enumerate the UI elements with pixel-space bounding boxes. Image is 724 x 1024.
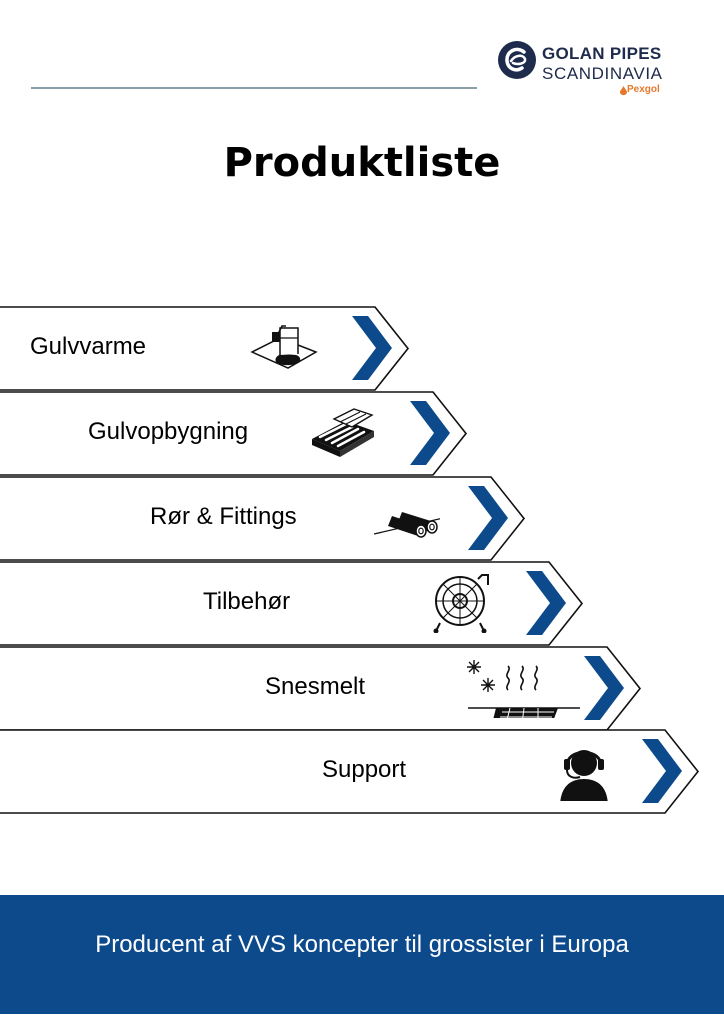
row-label: Gulvopbygning xyxy=(88,418,249,445)
product-row-snesmelt[interactable]: Snesmelt xyxy=(0,646,642,731)
brand-name-line2: SCANDINAVIA xyxy=(542,64,663,83)
header-divider xyxy=(31,87,477,89)
brand-name-line1: GOLAN PIPES xyxy=(542,44,662,63)
product-row-gulvopbygning[interactable]: Gulvopbygning xyxy=(0,391,468,476)
arrow-banner-shape xyxy=(0,306,410,391)
footer-banner: Producent af VVS koncepter til grossiste… xyxy=(0,895,724,1014)
product-row-tilbehor[interactable]: Tilbehør xyxy=(0,561,584,646)
arrow-banner-shape xyxy=(0,561,584,646)
chevron-right-icon xyxy=(526,571,566,635)
pipes-icon xyxy=(373,512,440,538)
product-row-support[interactable]: Support xyxy=(0,729,700,814)
company-logo: GOLAN PIPES SCANDINAVIA Pexgol xyxy=(497,38,697,100)
row-label: Gulvvarme xyxy=(30,333,147,360)
row-label: Rør & Fittings xyxy=(150,503,297,530)
pexgol-drop-icon xyxy=(620,86,627,95)
chevron-right-icon xyxy=(584,656,624,720)
row-label: Support xyxy=(322,756,407,783)
headset-support-icon xyxy=(560,750,608,801)
product-row-gulvvarme[interactable]: Gulvvarme xyxy=(0,306,410,391)
chevron-right-icon xyxy=(642,739,682,803)
hose-reel-icon xyxy=(433,574,489,633)
golan-logo-mark-icon xyxy=(498,41,536,79)
snow-melt-icon xyxy=(467,660,580,718)
chevron-right-icon xyxy=(410,401,450,465)
chevron-right-icon xyxy=(352,316,392,380)
chevron-right-icon xyxy=(468,486,508,550)
product-row-ror-fittings[interactable]: Rør & Fittings xyxy=(0,476,526,561)
brand-sub-label: Pexgol xyxy=(627,84,660,95)
arrow-banner-shape xyxy=(0,476,526,561)
footer-tagline: Producent af VVS koncepter til grossiste… xyxy=(95,931,629,958)
arrow-banner-shape xyxy=(0,729,700,814)
row-label: Tilbehør xyxy=(203,588,291,615)
page-title: Produktliste xyxy=(223,140,501,186)
row-label: Snesmelt xyxy=(265,673,366,700)
floor-heating-icon xyxy=(250,325,318,369)
floor-construction-icon xyxy=(312,408,374,457)
